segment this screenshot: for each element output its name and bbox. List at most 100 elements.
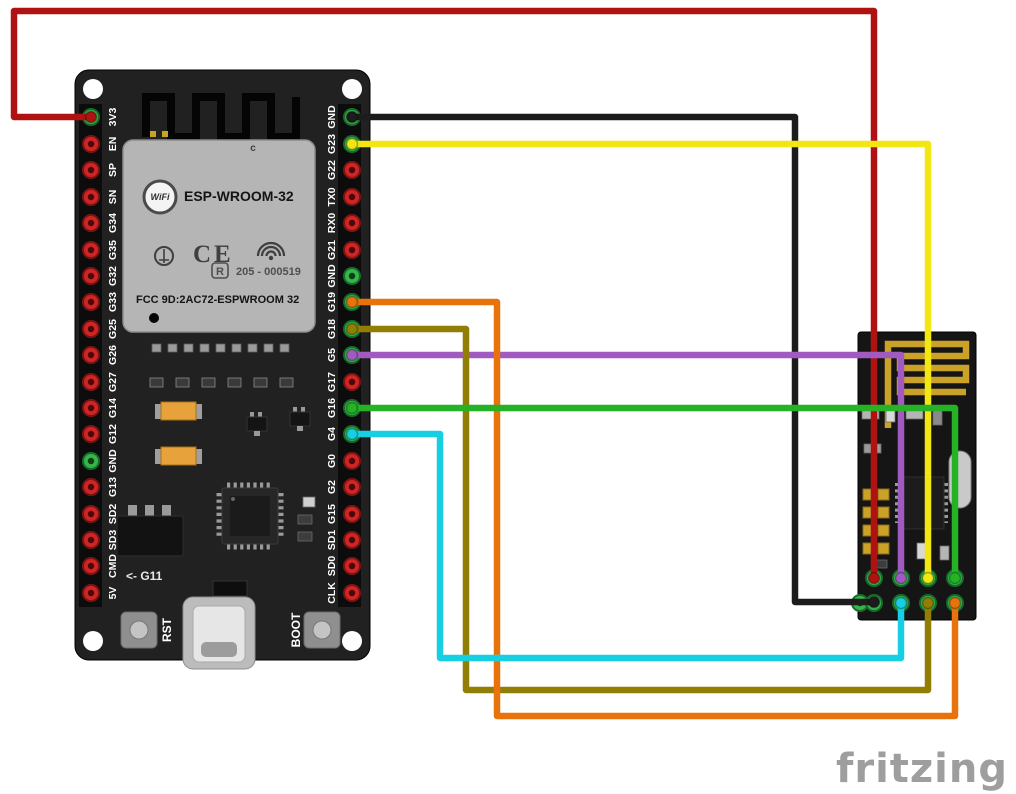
wire-red-3v3-end-1[interactable] bbox=[84, 110, 98, 124]
pin-l-sn[interactable] bbox=[82, 188, 100, 206]
esp32-pin-label: GND bbox=[326, 264, 338, 288]
wire-purple-g5-end-2[interactable] bbox=[894, 571, 908, 585]
pin-r-g21[interactable] bbox=[343, 241, 361, 259]
pin-l-en[interactable] bbox=[82, 135, 100, 153]
wire-yellow-g23-end-2[interactable] bbox=[921, 571, 935, 585]
pin-r-g0[interactable] bbox=[343, 452, 361, 470]
esp32-pin-label: GND bbox=[107, 449, 119, 473]
pin-r-g22[interactable] bbox=[343, 161, 361, 179]
wire-yellow-g23[interactable] bbox=[345, 137, 935, 585]
esp32-pin-label: G34 bbox=[107, 213, 119, 233]
wire-orange-g19-line[interactable] bbox=[348, 298, 959, 720]
wire-cyan-g4[interactable] bbox=[345, 427, 908, 662]
smd-part bbox=[302, 496, 316, 508]
esp32-pin-label: SN bbox=[107, 190, 119, 205]
wire-orange-g19-end-2[interactable] bbox=[948, 596, 962, 610]
esp32-pin-label: G4 bbox=[326, 427, 338, 441]
radio-waves-icon bbox=[256, 241, 286, 261]
pin-r-sd0[interactable] bbox=[343, 557, 361, 575]
esp32-pin-label: G0 bbox=[326, 454, 338, 468]
wire-red-3v3[interactable] bbox=[10, 7, 881, 585]
wire-orange-g19[interactable] bbox=[345, 295, 962, 720]
pin-r-tx0[interactable] bbox=[343, 188, 361, 206]
pin-r-g15[interactable] bbox=[343, 505, 361, 523]
pin-l-g26[interactable] bbox=[82, 346, 100, 364]
pin-l-g32[interactable] bbox=[82, 267, 100, 285]
wire-black-gnd-end-1[interactable] bbox=[345, 110, 359, 124]
pin-l-g33[interactable] bbox=[82, 293, 100, 311]
pin-l-cmd[interactable] bbox=[82, 557, 100, 575]
wire-purple-g5-line[interactable] bbox=[348, 351, 905, 582]
wire-cyan-g4-end-1[interactable] bbox=[345, 427, 359, 441]
esp32-pin-label: SP bbox=[107, 163, 119, 177]
transistor bbox=[246, 412, 268, 436]
pin-l-g34[interactable] bbox=[82, 214, 100, 232]
wire-purple-g5[interactable] bbox=[345, 348, 908, 585]
pin-l-sp[interactable] bbox=[82, 161, 100, 179]
esp32-pin-label: GND bbox=[326, 105, 338, 129]
esp32-pin-label: G25 bbox=[107, 319, 119, 339]
pin-l-g13[interactable] bbox=[82, 478, 100, 496]
usb-connector bbox=[182, 596, 256, 670]
mcu-chip bbox=[216, 482, 284, 550]
pin-r-rx0[interactable] bbox=[343, 214, 361, 232]
transistor bbox=[289, 407, 311, 431]
esp32-pin-label: G27 bbox=[107, 372, 119, 392]
wire-green-g16-end-2[interactable] bbox=[948, 571, 962, 585]
rst-button[interactable] bbox=[120, 611, 158, 649]
wire-cyan-g4-line[interactable] bbox=[348, 430, 905, 662]
pin-l-g27[interactable] bbox=[82, 373, 100, 391]
module-title: ESP-WROOM-32 bbox=[184, 188, 294, 204]
wire-black-gnd-end-2[interactable] bbox=[867, 595, 881, 609]
pin-r-clk[interactable] bbox=[343, 584, 361, 602]
pin-l-g35[interactable] bbox=[82, 241, 100, 259]
esp32-pin-label: EN bbox=[107, 137, 119, 152]
wire-olive-g18[interactable] bbox=[345, 322, 935, 694]
wire-green-g16-line[interactable] bbox=[348, 404, 959, 582]
capacitor bbox=[155, 446, 202, 466]
esp32-pin-label: 3V3 bbox=[107, 108, 119, 127]
esp32-pin-label: SD1 bbox=[326, 530, 338, 551]
wire-red-3v3-line[interactable] bbox=[10, 7, 878, 582]
pin-r-g2[interactable] bbox=[343, 478, 361, 496]
esp32-board[interactable]: c WiFi ESP-WROOM-32 CE R 205 - 000519 FC… bbox=[74, 69, 371, 670]
wire-cyan-g4-end-2[interactable] bbox=[894, 596, 908, 610]
wire-black-gnd-line[interactable] bbox=[348, 113, 878, 606]
esp32-pin-label: TX0 bbox=[326, 187, 338, 206]
esp32-pin-label: SD0 bbox=[326, 556, 338, 577]
wire-olive-g18-end-2[interactable] bbox=[921, 596, 935, 610]
wire-orange-g19-end-1[interactable] bbox=[345, 295, 359, 309]
pin-l-sd3[interactable] bbox=[82, 531, 100, 549]
pin-l-sd2[interactable] bbox=[82, 505, 100, 523]
pin-l-g25[interactable] bbox=[82, 320, 100, 338]
g11-label: <- G11 bbox=[126, 569, 163, 583]
esp32-pin-label: G2 bbox=[326, 480, 338, 494]
boot-button[interactable] bbox=[303, 611, 341, 649]
pin-l-5v[interactable] bbox=[82, 584, 100, 602]
esp32-pin-label: G35 bbox=[107, 240, 119, 260]
pin-r-gnd-b[interactable] bbox=[343, 267, 361, 285]
wire-green-g16[interactable] bbox=[345, 401, 962, 585]
wire-purple-g5-end-1[interactable] bbox=[345, 348, 359, 362]
esp32-pin-label: CMD bbox=[107, 554, 119, 578]
wire-olive-g18-line[interactable] bbox=[348, 325, 932, 694]
pin-l-g12[interactable] bbox=[82, 425, 100, 443]
pin-l-g14[interactable] bbox=[82, 399, 100, 417]
fritzing-watermark: fritzing bbox=[836, 746, 1008, 792]
wire-yellow-g23-line[interactable] bbox=[348, 140, 932, 582]
pin-l-gnd[interactable] bbox=[82, 452, 100, 470]
wire-olive-g18-end-1[interactable] bbox=[345, 322, 359, 336]
pin-r-sd1[interactable] bbox=[343, 531, 361, 549]
esp32-pin-label: CLK bbox=[326, 582, 338, 604]
smd-part bbox=[297, 531, 313, 542]
pin-r-g17[interactable] bbox=[343, 373, 361, 391]
esp32-pin-label: G16 bbox=[326, 398, 338, 418]
esp32-pin-label: SD3 bbox=[107, 530, 119, 551]
wifi-logo-text: WiFi bbox=[151, 192, 170, 202]
wire-green-g16-end-1[interactable] bbox=[345, 401, 359, 415]
shield-letter: c bbox=[250, 143, 256, 154]
wire-black-gnd[interactable] bbox=[345, 110, 881, 609]
wire-red-3v3-end-2[interactable] bbox=[867, 571, 881, 585]
wire-yellow-g23-end-1[interactable] bbox=[345, 137, 359, 151]
